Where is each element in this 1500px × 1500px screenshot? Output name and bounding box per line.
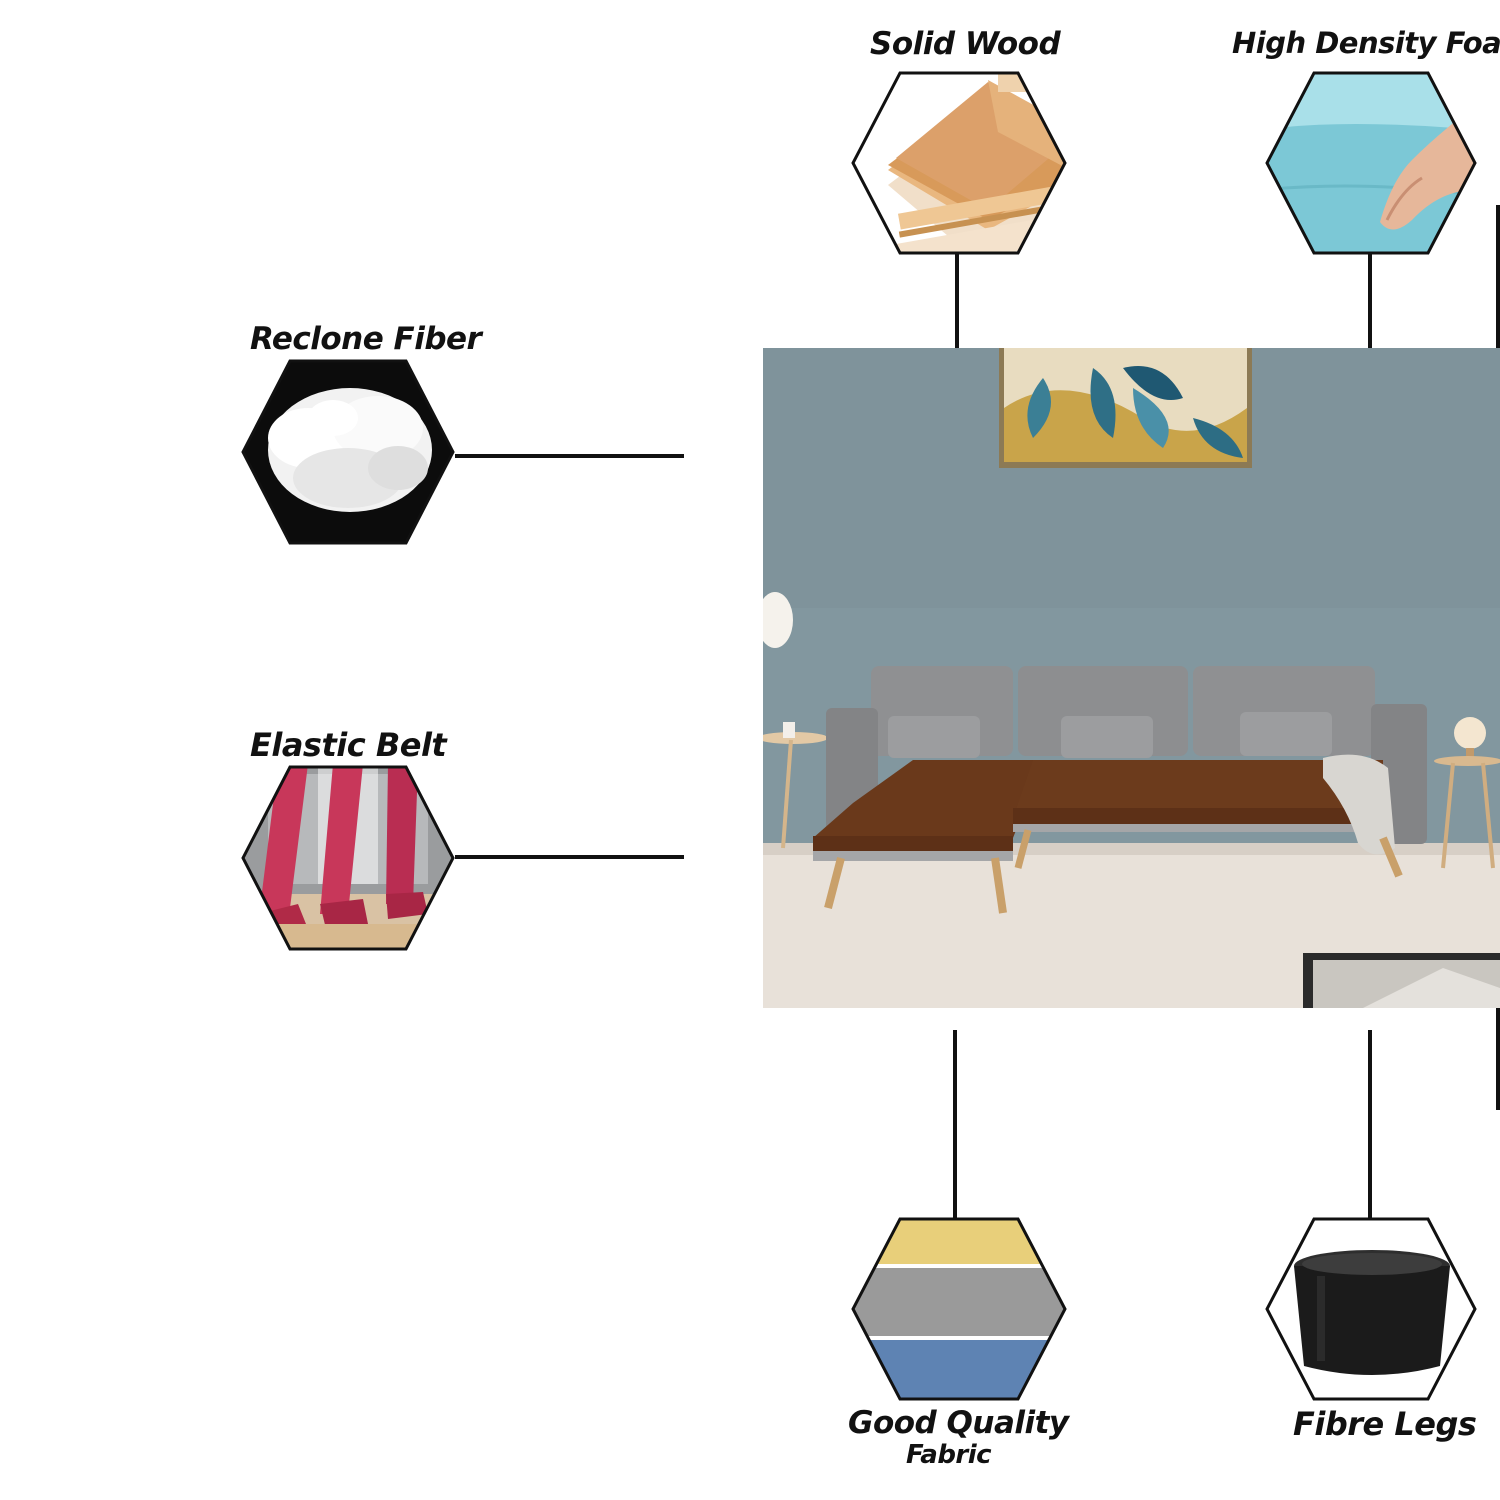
sofa-room-photo [763,348,1500,1008]
fibre-legs-label: Fibre Legs [1293,1405,1477,1443]
reclone-fiber-label: Reclone Fiber [250,321,482,357]
connector-line-high-density-foam [1368,252,1372,348]
wall-art-painting [999,348,1252,468]
elastic-belt-label: Elastic Belt [250,726,447,764]
connector-line-reclone-fiber [455,454,684,458]
high-density-foam-hexagon [1265,71,1477,255]
elastic-belt-hexagon [241,765,455,951]
connector-line-elastic-belt [455,855,684,859]
solid-wood-hexagon [851,71,1067,255]
good-quality-fabric-label-line2: Fabric [906,1440,992,1470]
good-quality-fabric-hexagon [851,1217,1067,1401]
fibre-legs-hexagon [1265,1217,1477,1401]
high-density-foam-label: High Density Foam [1232,26,1500,60]
solid-wood-label: Solid Wood [870,26,1061,62]
good-quality-fabric-label-line1: Good Quality [848,1405,1069,1441]
connector-line-fibre-legs [1368,1030,1372,1220]
connector-line-fabric [953,1030,957,1220]
reclone-fiber-hexagon [241,359,455,545]
connector-line-solid-wood [955,252,959,348]
